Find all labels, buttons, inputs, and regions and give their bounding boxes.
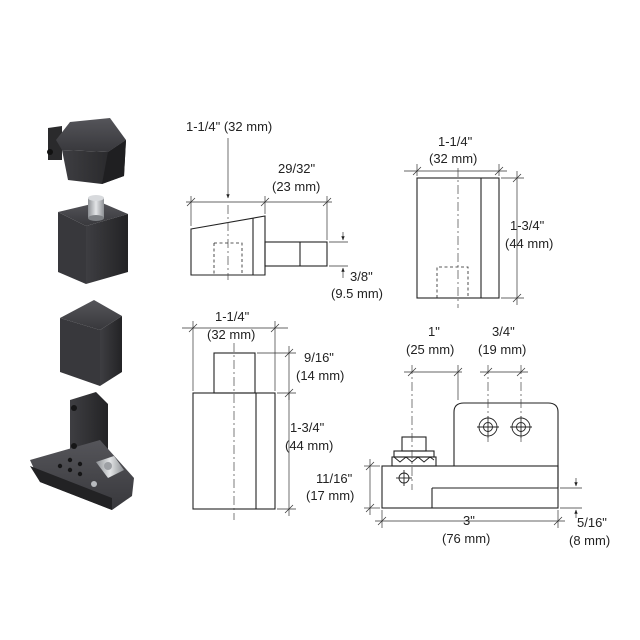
dim-3-8: 3/8" xyxy=(350,269,373,284)
dim-29-32: 29/32" xyxy=(278,161,316,176)
dim-3-4: 3/4" xyxy=(492,324,515,339)
dim-25mm: (25 mm) xyxy=(406,342,454,357)
dim-1-1-4-block-bottom: 1-1/4" xyxy=(215,309,250,324)
dim-11-16: 11/16" xyxy=(316,471,353,486)
dim-76mm: (76 mm) xyxy=(442,531,490,546)
top-pivot-cap-photo xyxy=(47,118,126,184)
dim-1-3-4-block-bottom: 1-3/4" xyxy=(290,420,325,435)
dim-9-5mm: (9.5 mm) xyxy=(331,286,383,301)
dim-1-inch: 1" xyxy=(428,324,440,339)
dim-14mm: (14 mm) xyxy=(296,368,344,383)
dim-8mm: (8 mm) xyxy=(569,533,610,548)
floor-pivot-bracket-photo xyxy=(30,392,134,510)
dim-19mm: (19 mm) xyxy=(478,342,526,357)
side-view-drawing xyxy=(186,138,348,280)
dim-5-16: 5/16" xyxy=(577,515,607,530)
pivot-block-with-pin-photo xyxy=(58,195,128,284)
dim-1-3-4-block-top: 1-3/4" xyxy=(510,218,545,233)
dim-23mm: (23 mm) xyxy=(272,179,320,194)
dim-44mm-block-bottom: (44 mm) xyxy=(285,438,333,453)
dim-32mm-block-top: (32 mm) xyxy=(429,151,477,166)
dim-17mm: (17 mm) xyxy=(306,488,354,503)
dim-1-1-4-32mm-top: 1-1/4" (32 mm) xyxy=(186,119,272,134)
dim-3-inch: 3" xyxy=(463,513,475,528)
block-with-pin-drawing xyxy=(182,321,296,520)
front-view-block-drawing xyxy=(404,164,524,308)
dim-32mm-block-bottom: (32 mm) xyxy=(207,327,255,342)
dim-1-1-4-block-top: 1-1/4" xyxy=(438,134,473,149)
floor-bracket-drawing xyxy=(364,365,582,528)
pivot-block-photo xyxy=(60,300,122,386)
dim-9-16: 9/16" xyxy=(304,350,334,365)
dim-44mm-block-top: (44 mm) xyxy=(505,236,553,251)
